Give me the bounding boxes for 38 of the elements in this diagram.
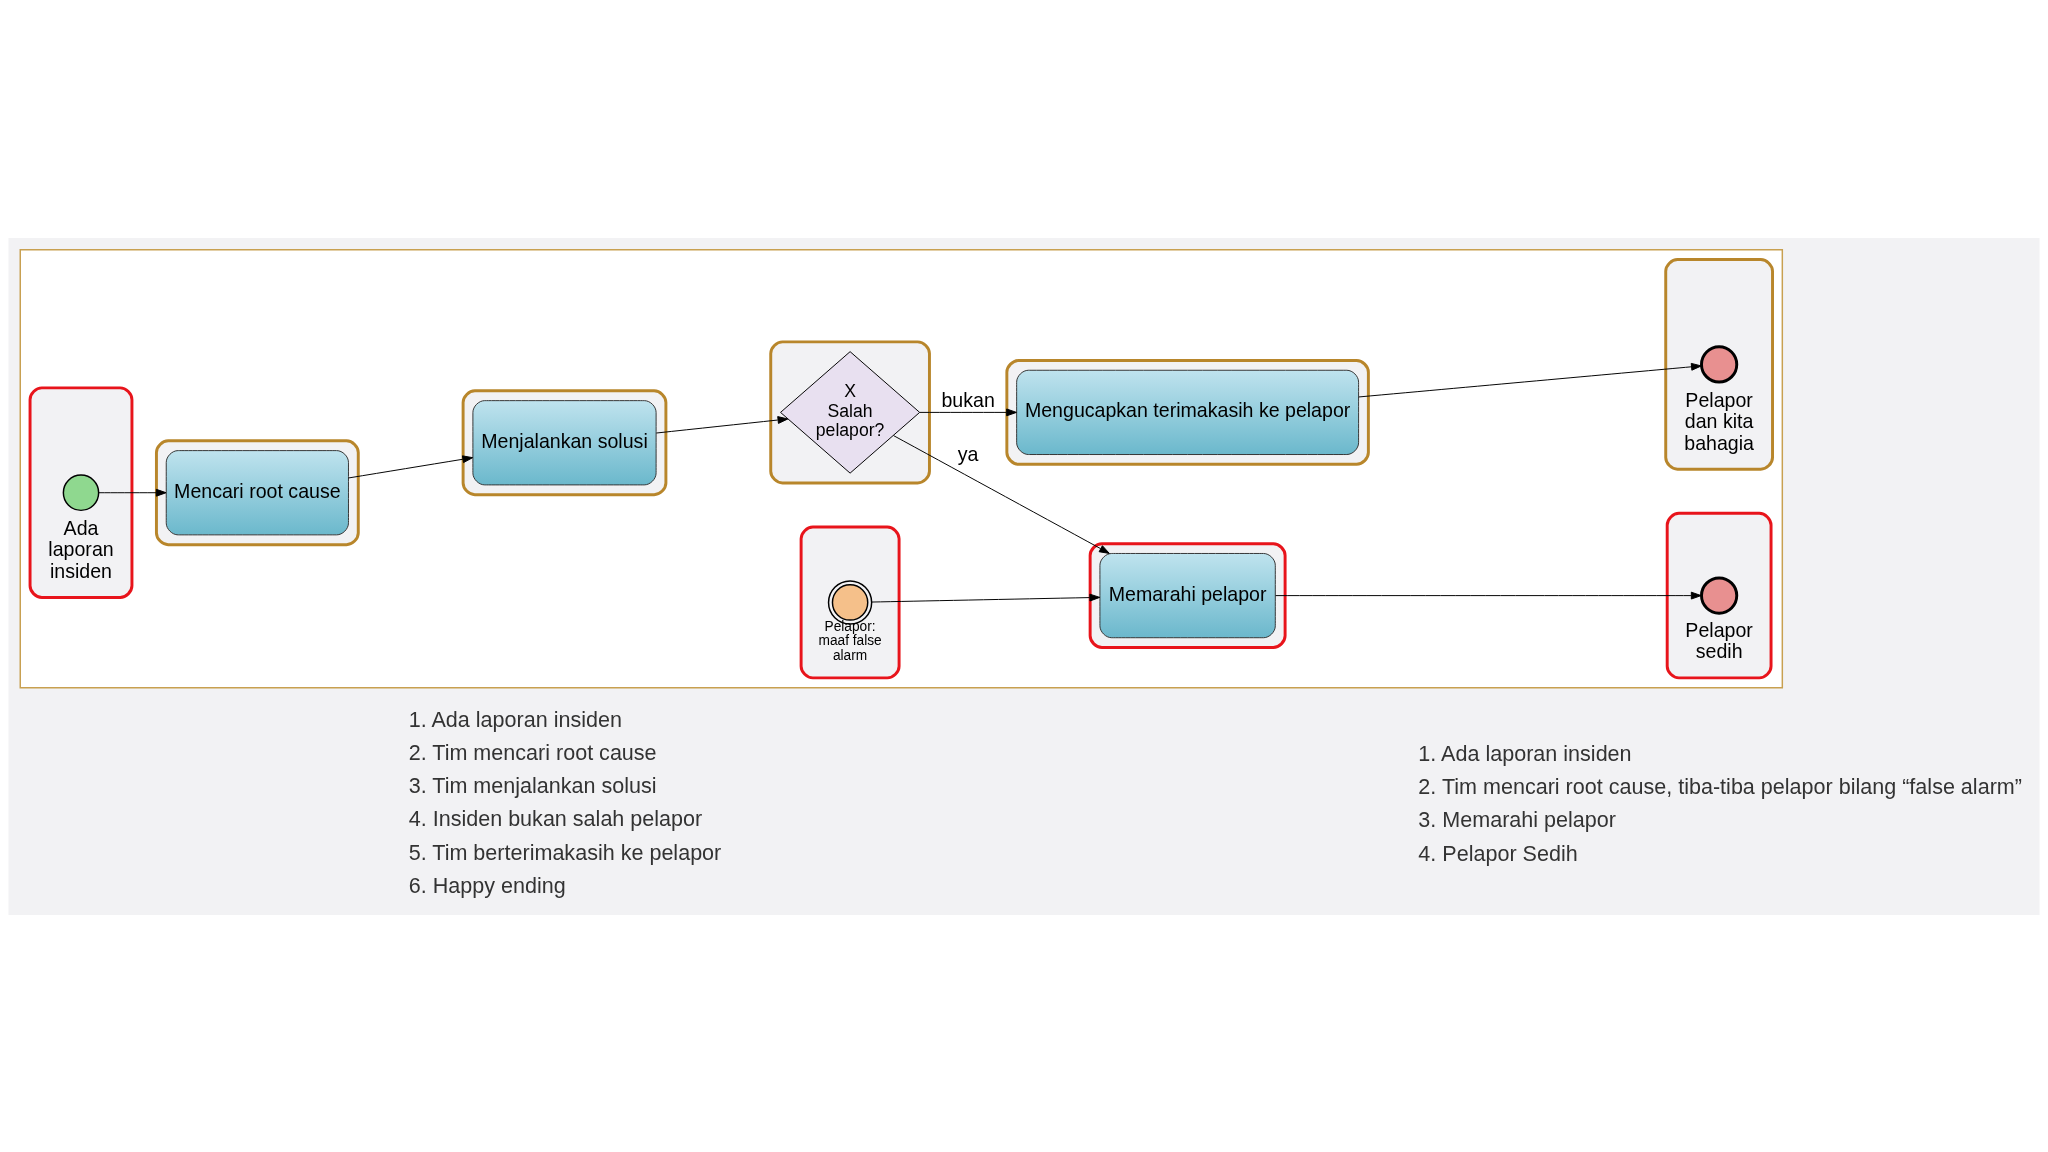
label: 5. Tim berterimakasih ke pelapor <box>408 839 722 865</box>
label: 2. Tim mencari root cause <box>408 739 657 765</box>
label: 1. Ada laporan insiden <box>408 706 622 731</box>
label: 3. Tim menjalankan solusi <box>408 772 657 798</box>
arrow <box>1358 362 1702 397</box>
label: 4. Insiden bukan salah pelapor <box>408 805 703 831</box>
label: 6. Happy ending <box>408 872 566 898</box>
cluster <box>799 525 901 679</box>
cluster <box>1664 257 1774 471</box>
node-label: Ada laporan insiden <box>48 516 114 582</box>
arrow <box>893 434 1110 554</box>
arrow <box>871 593 1101 603</box>
cluster <box>769 339 931 484</box>
node-box: Memarahi pelapor <box>1099 552 1276 638</box>
node-box: Mencari root cause <box>165 449 349 535</box>
node-circle <box>1700 576 1739 615</box>
node-circle <box>62 473 100 511</box>
node-diamond: X Salah pelapor? <box>780 350 921 474</box>
node-box: Mengucapkan terimakasih ke pelapor <box>1016 369 1360 455</box>
arrow <box>655 415 789 433</box>
cluster <box>1665 511 1773 679</box>
label: 2. Tim mencari root cause, tiba-tiba pelapor bilang “false alarm” <box>1418 773 2022 799</box>
arrow <box>98 488 167 497</box>
arrow <box>348 454 474 478</box>
node-label: Pelapor: maaf false alarm <box>818 618 882 663</box>
node-box: Menjalankan solusi <box>472 399 657 485</box>
arrow <box>1274 591 1702 599</box>
node-label: Pelapor sedih <box>1685 618 1753 662</box>
node-label: Pelapor dan kita bahagia <box>1684 388 1754 454</box>
label: 1. Ada laporan insiden <box>1418 740 1632 766</box>
label: 4. Pelapor Sedih <box>1418 840 1578 866</box>
edge-label: bukan <box>941 388 995 411</box>
label: 3. Memarahi pelapor <box>1418 806 1616 832</box>
cluster <box>19 248 1784 688</box>
edge-label: ya <box>957 442 979 465</box>
cluster <box>28 385 134 599</box>
arrow <box>919 407 1017 416</box>
node-circle <box>1700 344 1739 383</box>
